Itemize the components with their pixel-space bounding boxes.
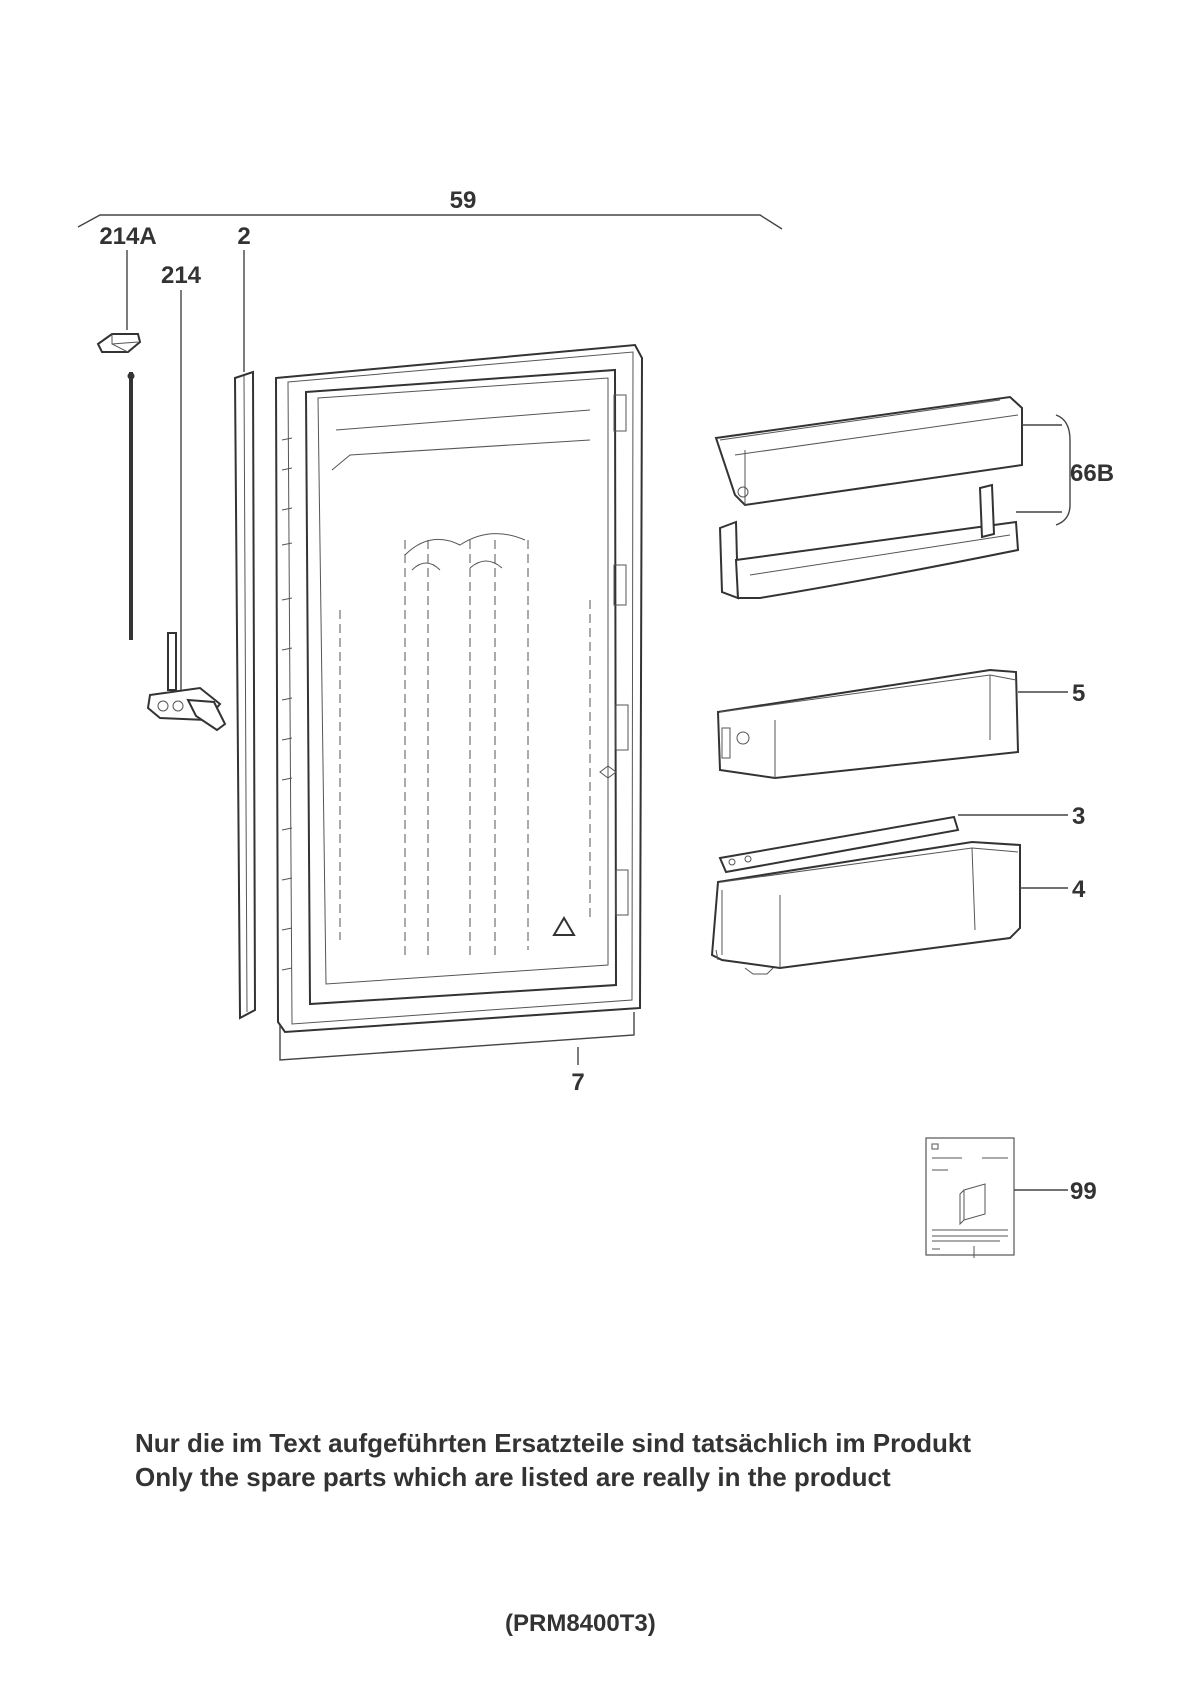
door-inner-channels	[339, 533, 591, 960]
label-66b: 66B	[1070, 460, 1114, 487]
label-4: 4	[1072, 876, 1086, 903]
part-3-shelf-rail: 3	[718, 803, 1085, 874]
label-99: 99	[1070, 1178, 1097, 1205]
part-214-hinge: 214	[146, 262, 227, 732]
warning-triangle-icon	[552, 916, 576, 936]
door-recess-3	[615, 704, 629, 751]
label-214: 214	[161, 262, 202, 289]
label-2: 2	[237, 223, 250, 250]
label-5: 5	[1072, 680, 1085, 707]
label-214a: 214A	[99, 223, 156, 250]
part-66b-shelf-with-lid: 66B	[714, 395, 1114, 600]
availability-note-german: Nur die im Text aufgeführten Ersatzteile…	[135, 1428, 972, 1458]
label-59: 59	[450, 187, 477, 214]
availability-note-english: Only the spare parts which are listed ar…	[135, 1462, 891, 1492]
part-7-bracket: 7	[279, 1012, 635, 1096]
model-number: (PRM8400T3)	[505, 1610, 656, 1637]
manual-cover-art	[931, 1143, 1008, 1258]
manual-booklet	[925, 1137, 1015, 1256]
label-3: 3	[1072, 803, 1085, 830]
door-hinge-teeth	[281, 437, 293, 971]
door-recess-2	[613, 564, 627, 606]
part-5-door-shelf: 5	[716, 668, 1085, 780]
door-recess-4	[615, 869, 629, 916]
label-7: 7	[571, 1069, 584, 1096]
door-recess-1	[613, 394, 627, 432]
assembly-bracket-59: 59	[77, 187, 783, 230]
part-4-bottle-shelf: 4	[710, 840, 1086, 975]
part-99-user-manual: 99	[925, 1137, 1097, 1258]
part-2-door-gasket: 2	[233, 223, 257, 1020]
door-panel	[274, 343, 644, 1034]
part-214a-hinge-cap: 214A	[96, 223, 157, 640]
